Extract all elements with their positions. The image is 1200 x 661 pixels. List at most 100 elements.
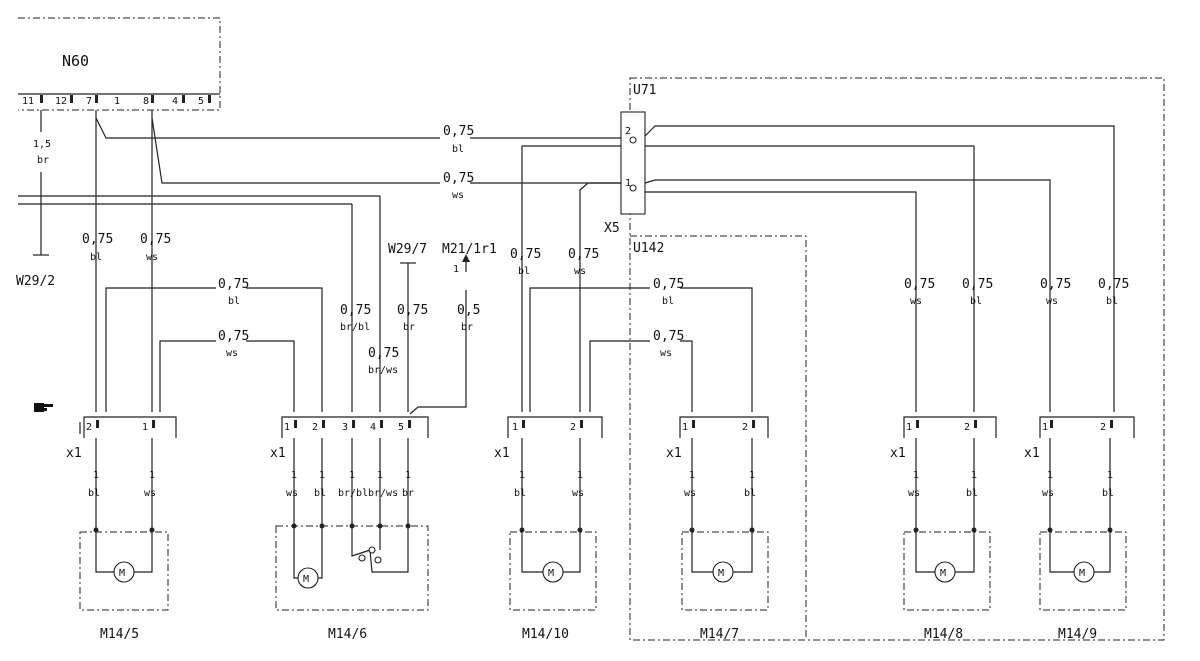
svg-text:M: M [548,568,554,579]
x1-connector-m14-6: 1 2 3 4 5 x1 [270,416,429,461]
svg-text:M: M [1079,568,1085,579]
motor-m14-6: M M14/6 [275,523,429,642]
motor-icon [1073,561,1095,583]
x1-connector-m14-5: 2 1 x1 [66,416,177,461]
svg-text:br: br [402,488,414,499]
wire-label-m21-br: 0,5br [457,303,480,333]
svg-text:ws: ws [1046,296,1058,307]
m14-9-label: M14/9 [1058,627,1097,642]
n60-pin-7: 7 [86,96,92,107]
svg-text:ws: ws [226,348,238,359]
svg-text:0,75: 0,75 [568,247,599,262]
x1-label: x1 [270,446,286,461]
n60-terminal-7 [95,95,98,103]
n60-pin-header: 11 12 7 1 8 4 5 [22,95,211,107]
svg-text:1: 1 [906,422,912,433]
svg-text:0,75: 0,75 [397,303,428,318]
x5-pin-2: 2 [625,126,631,137]
lead-label: 1bl [88,470,100,499]
wire-label-u142-bl: 0,75 bl [653,277,684,307]
motor-icon [542,561,564,583]
svg-text:3: 3 [342,422,348,433]
svg-text:br: br [461,322,473,333]
svg-text:bl: bl [744,488,756,499]
svg-text:0,75: 0,75 [653,277,684,292]
svg-text:1: 1 [377,470,383,481]
n60-pin-11: 11 [22,96,34,107]
svg-text:ws: ws [146,252,158,263]
svg-text:bl: bl [452,144,464,155]
svg-text:ws: ws [910,296,922,307]
m14-5-label: M14/5 [100,627,139,642]
svg-text:1: 1 [284,422,290,433]
svg-text:1: 1 [405,470,411,481]
svg-text:1: 1 [349,470,355,481]
svg-text:1: 1 [749,470,755,481]
svg-text:ws: ws [144,488,156,499]
svg-text:M: M [119,568,125,579]
lead-label: 1 br [402,470,414,499]
svg-text:0,75: 0,75 [653,329,684,344]
n60-pin-4: 4 [172,96,178,107]
svg-text:1: 1 [93,470,99,481]
x1-label: x1 [66,446,82,461]
svg-text:1: 1 [142,422,148,433]
lead-label: 1bl [966,470,978,499]
lead-label: 1bl [514,470,526,499]
svg-text:br/bl: br/bl [338,488,368,499]
motor-m14-8: M M14/8 [903,527,991,642]
svg-text:br/bl: br/bl [340,322,370,333]
svg-text:2: 2 [964,422,970,433]
lead-label: 1ws [908,470,920,499]
m14-10-label: M14/10 [522,627,569,642]
wire-label-m149-right: 0,75 bl [1098,277,1129,307]
svg-text:0,75: 0,75 [962,277,993,292]
lead-label: 1 br/bl [338,470,368,499]
x1-label: x1 [494,446,510,461]
svg-text:1: 1 [1042,422,1048,433]
lead-label: 1ws [144,470,156,499]
svg-text:2: 2 [1100,422,1106,433]
u71-box [629,77,1165,641]
svg-text:0,75: 0,75 [1098,277,1129,292]
svg-text:bl: bl [1106,296,1118,307]
wire-label-m146-brbl: 0,75 br/bl [340,303,371,333]
svg-text:ws: ws [286,488,298,499]
svg-text:br/ws: br/ws [368,365,398,376]
svg-text:M: M [718,568,724,579]
lead-label: 1br/ws [368,470,398,499]
lead-label: 1ws [286,470,298,499]
x1-connector-m14-10: 1 2 x1 [494,416,603,461]
svg-text:0,75: 0,75 [443,124,474,139]
x5-connector: 2 1 X5 [604,111,646,236]
svg-text:bl: bl [966,488,978,499]
svg-text:2: 2 [742,422,748,433]
w29-2-label: W29/2 [16,274,55,289]
svg-text:bl: bl [314,488,326,499]
svg-text:4: 4 [370,422,376,433]
svg-text:bl: bl [970,296,982,307]
svg-text:0,75: 0,75 [1040,277,1071,292]
u71-label: U71 [633,83,656,98]
svg-text:0,75: 0,75 [82,232,113,247]
n60-pin-5: 5 [198,96,204,107]
svg-text:ws: ws [1042,488,1054,499]
n60-terminal-5 [208,95,211,103]
motor-icon [712,561,734,583]
lead-label: 1bl [314,470,326,499]
m14-8-label: M14/8 [924,627,963,642]
svg-text:2: 2 [312,422,318,433]
svg-text:0,75: 0,75 [340,303,371,318]
svg-text:bl: bl [662,296,674,307]
svg-text:1,5: 1,5 [33,139,51,150]
u142-label: U142 [633,241,664,256]
n60-terminal-12 [70,95,73,103]
